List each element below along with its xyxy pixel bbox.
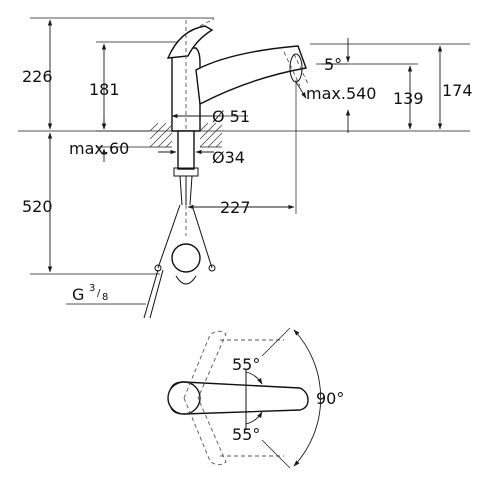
thread-slash: /: [97, 288, 101, 299]
swivel-upper-arc: [245, 371, 263, 385]
connector-right: [208, 264, 216, 272]
faucet-top-view: [167, 330, 309, 466]
spray-dashed-position: [283, 51, 309, 87]
dim-181: [96, 41, 178, 130]
dim-226: [30, 17, 214, 130]
hose-weight: [171, 243, 201, 273]
shank: [177, 130, 195, 170]
lever-dashed-position: [199, 18, 215, 27]
swivel-total-label: 90°: [316, 389, 344, 408]
dim-181-label: 181: [89, 80, 120, 99]
swivel-lower-arc: [245, 411, 263, 425]
pullout-leader: [295, 81, 307, 99]
dim-174: [310, 43, 470, 130]
dim-max60-label: max.60: [69, 139, 129, 158]
spout: [195, 45, 307, 106]
swivel-upper-label: 55°: [232, 355, 260, 374]
dim-max60: [96, 116, 150, 162]
swivel-lower-label: 55°: [232, 425, 260, 444]
dim-227: [187, 80, 297, 214]
thread-prefix: G: [72, 285, 84, 304]
thread-denominator: 8: [102, 292, 108, 303]
spout-swivel-upper: [183, 330, 227, 399]
swivel-ext-upper: [261, 327, 291, 357]
weight-loop: [175, 275, 197, 285]
swivel-90-arc: [293, 329, 322, 467]
thread-connector-tube: [143, 269, 164, 319]
dim-540-label: max.540: [306, 84, 376, 103]
dim-d51-label: Ø 51: [212, 107, 250, 126]
spout-swivel-lower: [183, 397, 227, 466]
swivel-dashes: [220, 339, 284, 457]
hose-branches: [157, 204, 213, 269]
dim-5deg-label: 5°: [324, 55, 342, 74]
thread-numerator: 3: [89, 283, 95, 294]
dim-174-label: 174: [442, 81, 473, 100]
dim-226-label: 226: [22, 67, 53, 86]
deck-section-hatching: [149, 122, 223, 148]
dim-139-label: 139: [393, 89, 424, 108]
underdeck-assembly: [143, 130, 216, 319]
dim-d34-label: Ø34: [212, 148, 245, 167]
dim-227-label: 227: [220, 198, 251, 217]
dim-520-label: 520: [22, 197, 53, 216]
swivel-ext-lower: [261, 439, 291, 469]
dim-5deg: [322, 38, 351, 133]
faucet-side-view: [166, 18, 309, 132]
dim-520: [30, 132, 160, 275]
supply-hoses: [179, 175, 193, 206]
